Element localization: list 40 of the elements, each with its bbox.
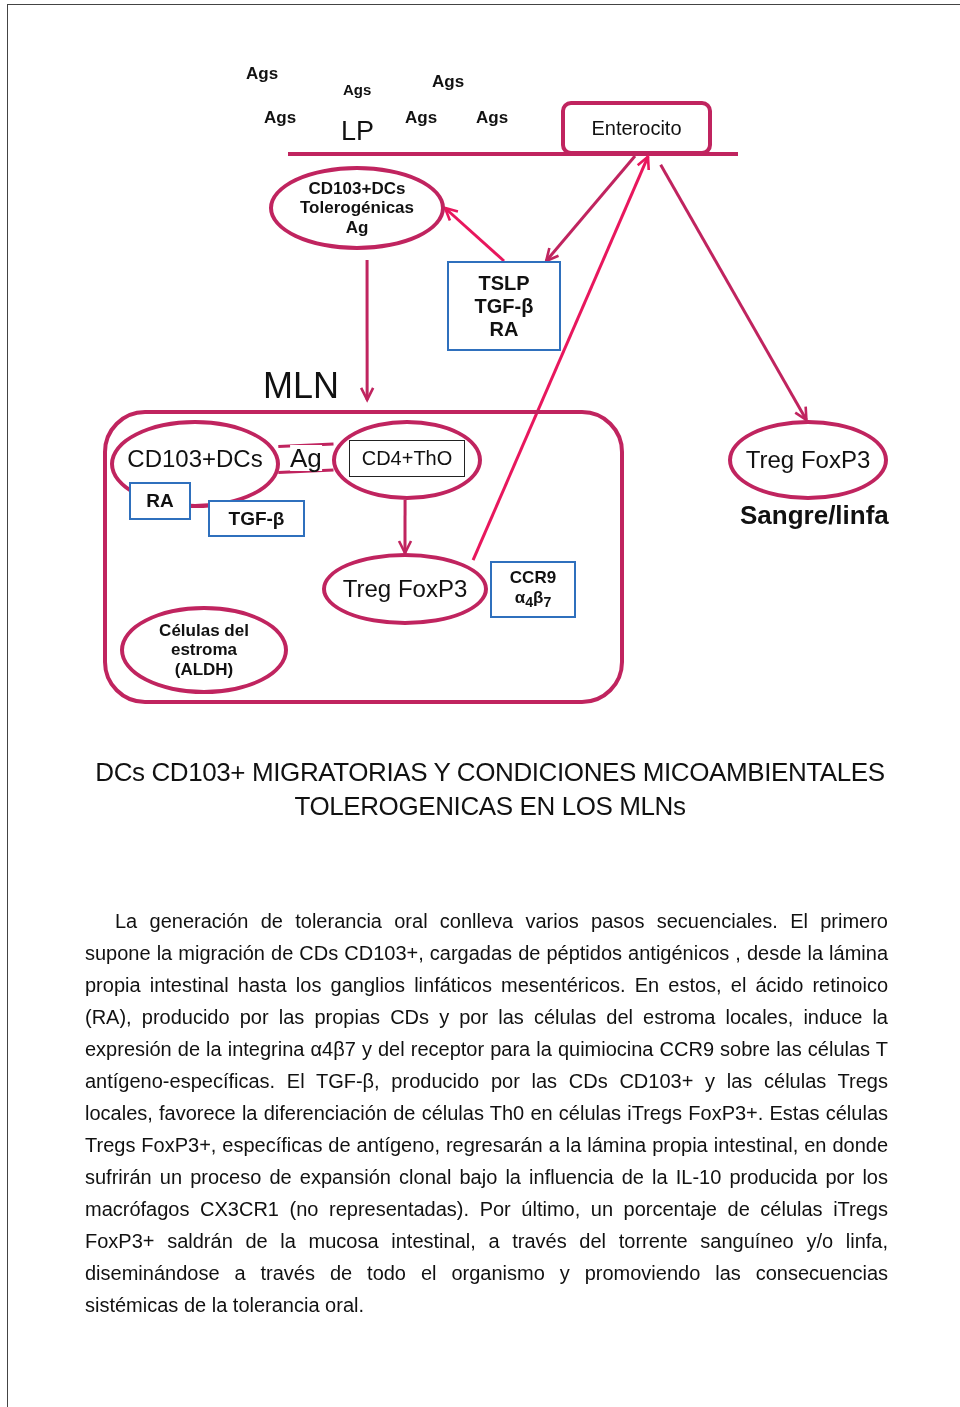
factor-box	[129, 482, 191, 520]
cell-label: CCR9 α$_{4}$β$_{7}$	[508, 568, 558, 611]
factor-box	[208, 500, 305, 537]
factor-box	[447, 261, 561, 351]
cell-ellipse	[332, 420, 482, 500]
cell-label: RA	[146, 490, 174, 512]
cell-ellipse	[269, 166, 445, 250]
antigen-label: Ags	[343, 81, 372, 98]
cell-ellipse	[728, 420, 888, 500]
cell-label: TSLP TGF-β RA	[473, 271, 535, 341]
region-label: LP	[341, 116, 375, 147]
region-heading: MLN	[263, 368, 339, 404]
antigen-label: Ags	[405, 108, 438, 128]
arrow	[544, 155, 637, 263]
arrow	[276, 442, 335, 474]
cell-label: Enterocito	[591, 116, 682, 140]
figure-caption: DCs CD103+ MIGRATORIAS Y CONDICIONES MICOAMBIENTALES TOLEROGENICAS EN LOS MLNs	[94, 756, 886, 823]
cell-ellipse	[120, 606, 288, 694]
cell-box	[561, 101, 712, 155]
antigen-label: Ags	[246, 64, 279, 84]
cell-ellipse	[322, 553, 488, 625]
edge-label: Ag	[290, 445, 322, 472]
antigen-label: Ags	[264, 108, 297, 128]
arrow	[443, 206, 505, 263]
cell-label: TGF-β	[228, 507, 285, 530]
arrow	[397, 500, 413, 555]
cell-label: CD103+DCs Tolerogénicas Ag	[299, 178, 415, 238]
cell-label: Treg FoxP3	[342, 575, 468, 603]
body-paragraph: La generación de tolerancia oral conlleva varios pasos secuenciales. El primero supone la migración de CDs CD103+, cargadas de péptidos antigénicos , desde la lámina propia intestinal hasta los ganglios linfáticos mesentéricos. En estos, el ácido retinoico (RA), producido por las propias CDs y por las células del estroma locales, induce la expresión de la integrina α4β7 y del receptor para la quimiocina CCR9 sobre las células T antígeno-específicas. El TGF-β, producido por las CDs CD103+ y las células Tregs locales, favorece la diferenciación de células Th0 en células iTregs FoxP3+. Estas células Tregs FoxP3+, específicas de antígeno, regresarán a la lámina propia intestinal, en donde sufrirán un proceso de expansión clonal bajo la influencia de la IL-10 producida por los macrófagos CX3CR1 (no representadas). Por último, un porcentaje de células iTregs FoxP3+ saldrán de la mucosa intestinal, a través del torrente sanguíneo y/o linfa, diseminándose a través de todo el organismo y promoviendo las consecuencias sistémicas de la tolerancia oral.	[85, 909, 888, 1318]
arrow	[471, 155, 650, 561]
cell-label: Treg FoxP3	[745, 446, 871, 474]
cell-label: Células del estroma (ALDH)	[158, 620, 250, 680]
factor-box	[490, 561, 576, 618]
cell-label: CD4+ThO	[348, 440, 466, 477]
antigen-label: Ags	[476, 108, 509, 128]
location-label: Sangre/linfa	[740, 500, 889, 531]
arrow	[359, 260, 375, 402]
antigen-label: Ags	[432, 72, 465, 92]
cell-label: CD103+DCs	[127, 445, 263, 473]
arrow	[659, 163, 808, 422]
